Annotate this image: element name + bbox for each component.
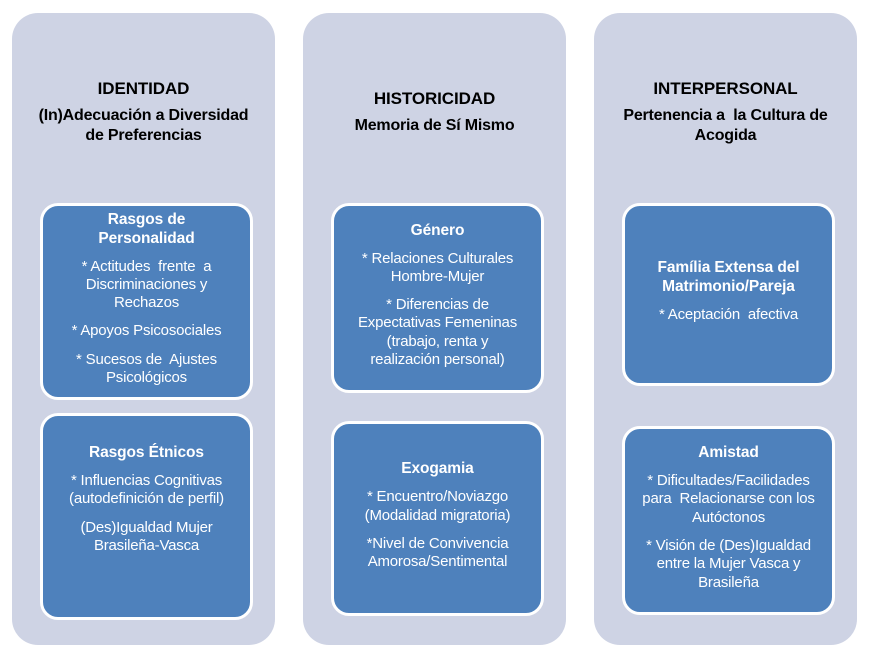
box-item: (Des)Igualdad Mujer Brasileña-Vasca bbox=[80, 518, 213, 554]
box-title: Exogamia bbox=[401, 460, 474, 478]
panel-header: IDENTIDAD (In)Adecuación a Diversidad de… bbox=[12, 13, 275, 203]
box-familia-extensa: Família Extensa del Matrimonio/Pareja * … bbox=[622, 203, 835, 386]
box-title: Género bbox=[410, 221, 465, 239]
panel-header: HISTORICIDAD Memoria de Sí Mismo bbox=[303, 13, 566, 203]
box-exogamia: Exogamia * Encuentro/Noviazgo (Modalidad… bbox=[331, 421, 544, 616]
panel-historicidad: HISTORICIDAD Memoria de Sí Mismo Género … bbox=[303, 13, 566, 645]
box-item: * Visión de (Des)Igualdad entre la Mujer… bbox=[646, 536, 811, 591]
panel-identidad: IDENTIDAD (In)Adecuación a Diversidad de… bbox=[12, 13, 275, 645]
box-item: * Actitudes frente a Discriminaciones y … bbox=[81, 257, 212, 312]
box-item: * Influencias Cognitivas (autodefinición… bbox=[69, 471, 224, 508]
box-item: * Sucesos de Ajustes Psicológicos bbox=[76, 350, 217, 386]
panel-title: INTERPERSONAL bbox=[653, 79, 798, 99]
panel-header: INTERPERSONAL Pertenencia a la Cultura d… bbox=[594, 13, 857, 203]
box-item: * Diferencias de Expectativas Femeninas … bbox=[357, 296, 517, 369]
box-item: * Encuentro/Noviazgo (Modalidad migrator… bbox=[364, 488, 511, 524]
panel-title: HISTORICIDAD bbox=[373, 89, 496, 109]
box-rasgos-etnicos: Rasgos Étnicos * Influencias Cognitivas … bbox=[40, 413, 253, 620]
box-genero: Género * Relaciones Culturales Hombre-Mu… bbox=[331, 203, 544, 393]
box-title: Rasgos Étnicos bbox=[89, 444, 204, 461]
box-item: * Dificultades/Facilidades para Relacion… bbox=[642, 472, 815, 526]
panel-interpersonal: INTERPERSONAL Pertenencia a la Cultura d… bbox=[594, 13, 857, 645]
box-title: Família Extensa del Matrimonio/Pareja bbox=[657, 259, 800, 296]
panel-subtitle: Memoria de Sí Mismo bbox=[354, 116, 515, 134]
box-rasgos-de-personalidad: Rasgos de Personalidad * Actitudes frent… bbox=[40, 203, 253, 400]
panel-title: IDENTIDAD bbox=[97, 79, 190, 99]
box-item: * Aceptación afectiva bbox=[658, 306, 799, 324]
box-title: Rasgos de Personalidad bbox=[98, 210, 195, 247]
panel-subtitle: (In)Adecuación a Diversidad de Preferenc… bbox=[38, 106, 249, 144]
panel-subtitle: Pertenencia a la Cultura de Acogida bbox=[623, 106, 828, 144]
box-amistad: Amistad * Dificultades/Facilidades para … bbox=[622, 426, 835, 615]
box-item: * Apoyos Psicosociales bbox=[71, 322, 222, 340]
box-item: * Relaciones Culturales Hombre-Mujer bbox=[361, 249, 514, 285]
box-title: Amistad bbox=[698, 444, 759, 462]
box-item: *Nivel de Convivencia Amorosa/Sentimenta… bbox=[366, 534, 509, 571]
